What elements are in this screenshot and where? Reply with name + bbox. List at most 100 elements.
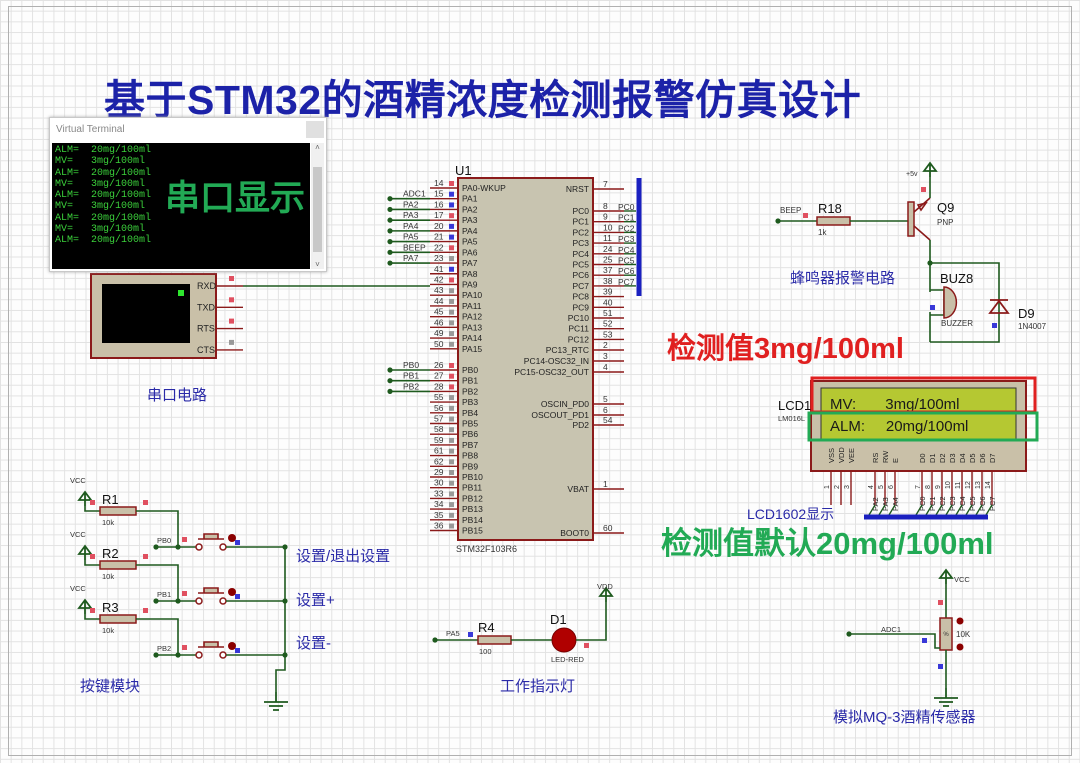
net-label: PB1 — [403, 371, 419, 381]
pin-number: 51 — [603, 308, 613, 318]
supply-label: VCC — [70, 584, 86, 593]
pot-adjust-up[interactable] — [956, 617, 964, 625]
lcd-pin-number: 5 — [878, 485, 885, 489]
pin-number: 62 — [434, 456, 444, 466]
wire[interactable] — [275, 547, 286, 692]
pin-number: 54 — [603, 415, 613, 425]
wire[interactable] — [84, 506, 100, 512]
scroll-down-icon[interactable]: ˅ — [315, 260, 320, 269]
wire[interactable] — [929, 240, 1000, 343]
resistor-r18[interactable] — [816, 216, 851, 226]
junction-dot — [153, 598, 159, 604]
lcd-pin-name: D7 — [988, 453, 997, 463]
pin-number: 55 — [434, 392, 444, 402]
lcd-pin-name: RS — [871, 453, 880, 463]
pin-number: 38 — [603, 276, 613, 286]
junction-dot — [387, 239, 393, 245]
pin-name: PC6 — [572, 270, 589, 280]
pin-number: 60 — [603, 523, 613, 533]
wire[interactable] — [136, 564, 179, 601]
resistor-r4[interactable] — [477, 635, 512, 645]
pin-name: PC5 — [572, 260, 589, 270]
sensor-label: 模拟MQ-3酒精传感器 — [833, 709, 976, 726]
pin-name: PB10 — [462, 472, 483, 482]
lcd-part: LM016L — [778, 414, 805, 423]
resistor-key-1[interactable] — [99, 506, 137, 516]
pin-number: 25 — [603, 255, 613, 265]
wire[interactable] — [136, 510, 179, 547]
push-button[interactable] — [198, 533, 224, 540]
net-label: PC2 — [618, 223, 635, 233]
bus-entry — [935, 504, 943, 516]
diode-icon[interactable] — [988, 299, 1010, 314]
key-set-label: 设置/退出设置 — [296, 548, 390, 565]
pin-number: 22 — [434, 242, 444, 252]
junction-dot — [387, 367, 393, 373]
pin-state-marker — [938, 600, 943, 605]
pnp-transistor[interactable] — [907, 201, 915, 237]
pin-state-marker — [449, 373, 454, 379]
resistor-ref: R3 — [102, 600, 119, 615]
resistor-key-3[interactable] — [99, 614, 137, 624]
mcu-chip[interactable] — [457, 177, 594, 541]
scrollbar-thumb[interactable] — [313, 167, 322, 252]
wire[interactable] — [84, 560, 100, 566]
red-led-icon[interactable] — [551, 627, 577, 653]
net-label: PC3 — [618, 234, 635, 244]
wire[interactable] — [84, 614, 100, 620]
resistor-key-2[interactable] — [99, 560, 137, 570]
pin-number: 29 — [434, 467, 444, 477]
pin-number: 1 — [603, 479, 608, 489]
buzzer-leads — [930, 289, 945, 316]
serial-pin-label: TXD — [197, 302, 216, 312]
pin-name: NRST — [566, 184, 589, 194]
lcd-pin-number: 3 — [844, 485, 851, 489]
pin-number: 14 — [434, 178, 444, 188]
pin-number: 4 — [603, 362, 608, 372]
scroll-up-icon[interactable]: ˄ — [315, 143, 320, 152]
pin-number: 15 — [434, 189, 444, 199]
pin-name: PC10 — [568, 313, 590, 323]
buzzer-icon[interactable] — [943, 286, 958, 319]
serial-pin-label: CTS — [197, 345, 215, 355]
junction-dot — [175, 598, 181, 604]
highlight-box-alarm — [807, 411, 1039, 442]
net-label: PC5 — [968, 496, 977, 511]
pin-number: 20 — [434, 221, 444, 231]
net-label: PC2 — [938, 496, 947, 511]
wire[interactable] — [136, 618, 179, 655]
pin-name: PB11 — [462, 483, 482, 493]
wire[interactable] — [849, 633, 940, 649]
pin-state-marker — [449, 416, 454, 422]
push-button[interactable] — [198, 587, 224, 594]
power-vcc-icon — [77, 490, 93, 506]
junction-dot — [432, 637, 438, 643]
pin-state-marker — [449, 448, 454, 454]
terminal-close-button[interactable] — [306, 121, 324, 138]
pin-number: 41 — [434, 264, 444, 274]
lcd-ref: LCD1 — [778, 398, 811, 413]
pin-number: 58 — [434, 424, 444, 434]
terminal-scrollbar[interactable]: ˄ ˅ — [311, 143, 324, 269]
pin-state-marker — [449, 181, 454, 186]
switch-contact — [219, 543, 227, 551]
pin-number: 17 — [434, 210, 444, 220]
pin-number: 30 — [434, 478, 444, 488]
pin-name: PB8 — [462, 451, 478, 461]
push-button[interactable] — [198, 641, 224, 648]
pot-adjust-down[interactable] — [956, 643, 964, 651]
pin-number: 5 — [603, 394, 608, 404]
pin-state-marker — [449, 245, 454, 251]
pin-state-marker — [449, 298, 454, 304]
r4-ref: R4 — [478, 620, 495, 635]
q9-ref: Q9 — [937, 200, 954, 215]
pin-state-marker — [449, 384, 454, 390]
terminal-line: ALM= 20mg/100ml — [55, 212, 152, 224]
lcd-pin-number: 12 — [965, 481, 972, 489]
lcd-pin-name: RW — [881, 450, 890, 463]
wire[interactable] — [576, 602, 607, 641]
pin-number: 27 — [434, 371, 444, 381]
sheet-border — [8, 6, 1072, 756]
